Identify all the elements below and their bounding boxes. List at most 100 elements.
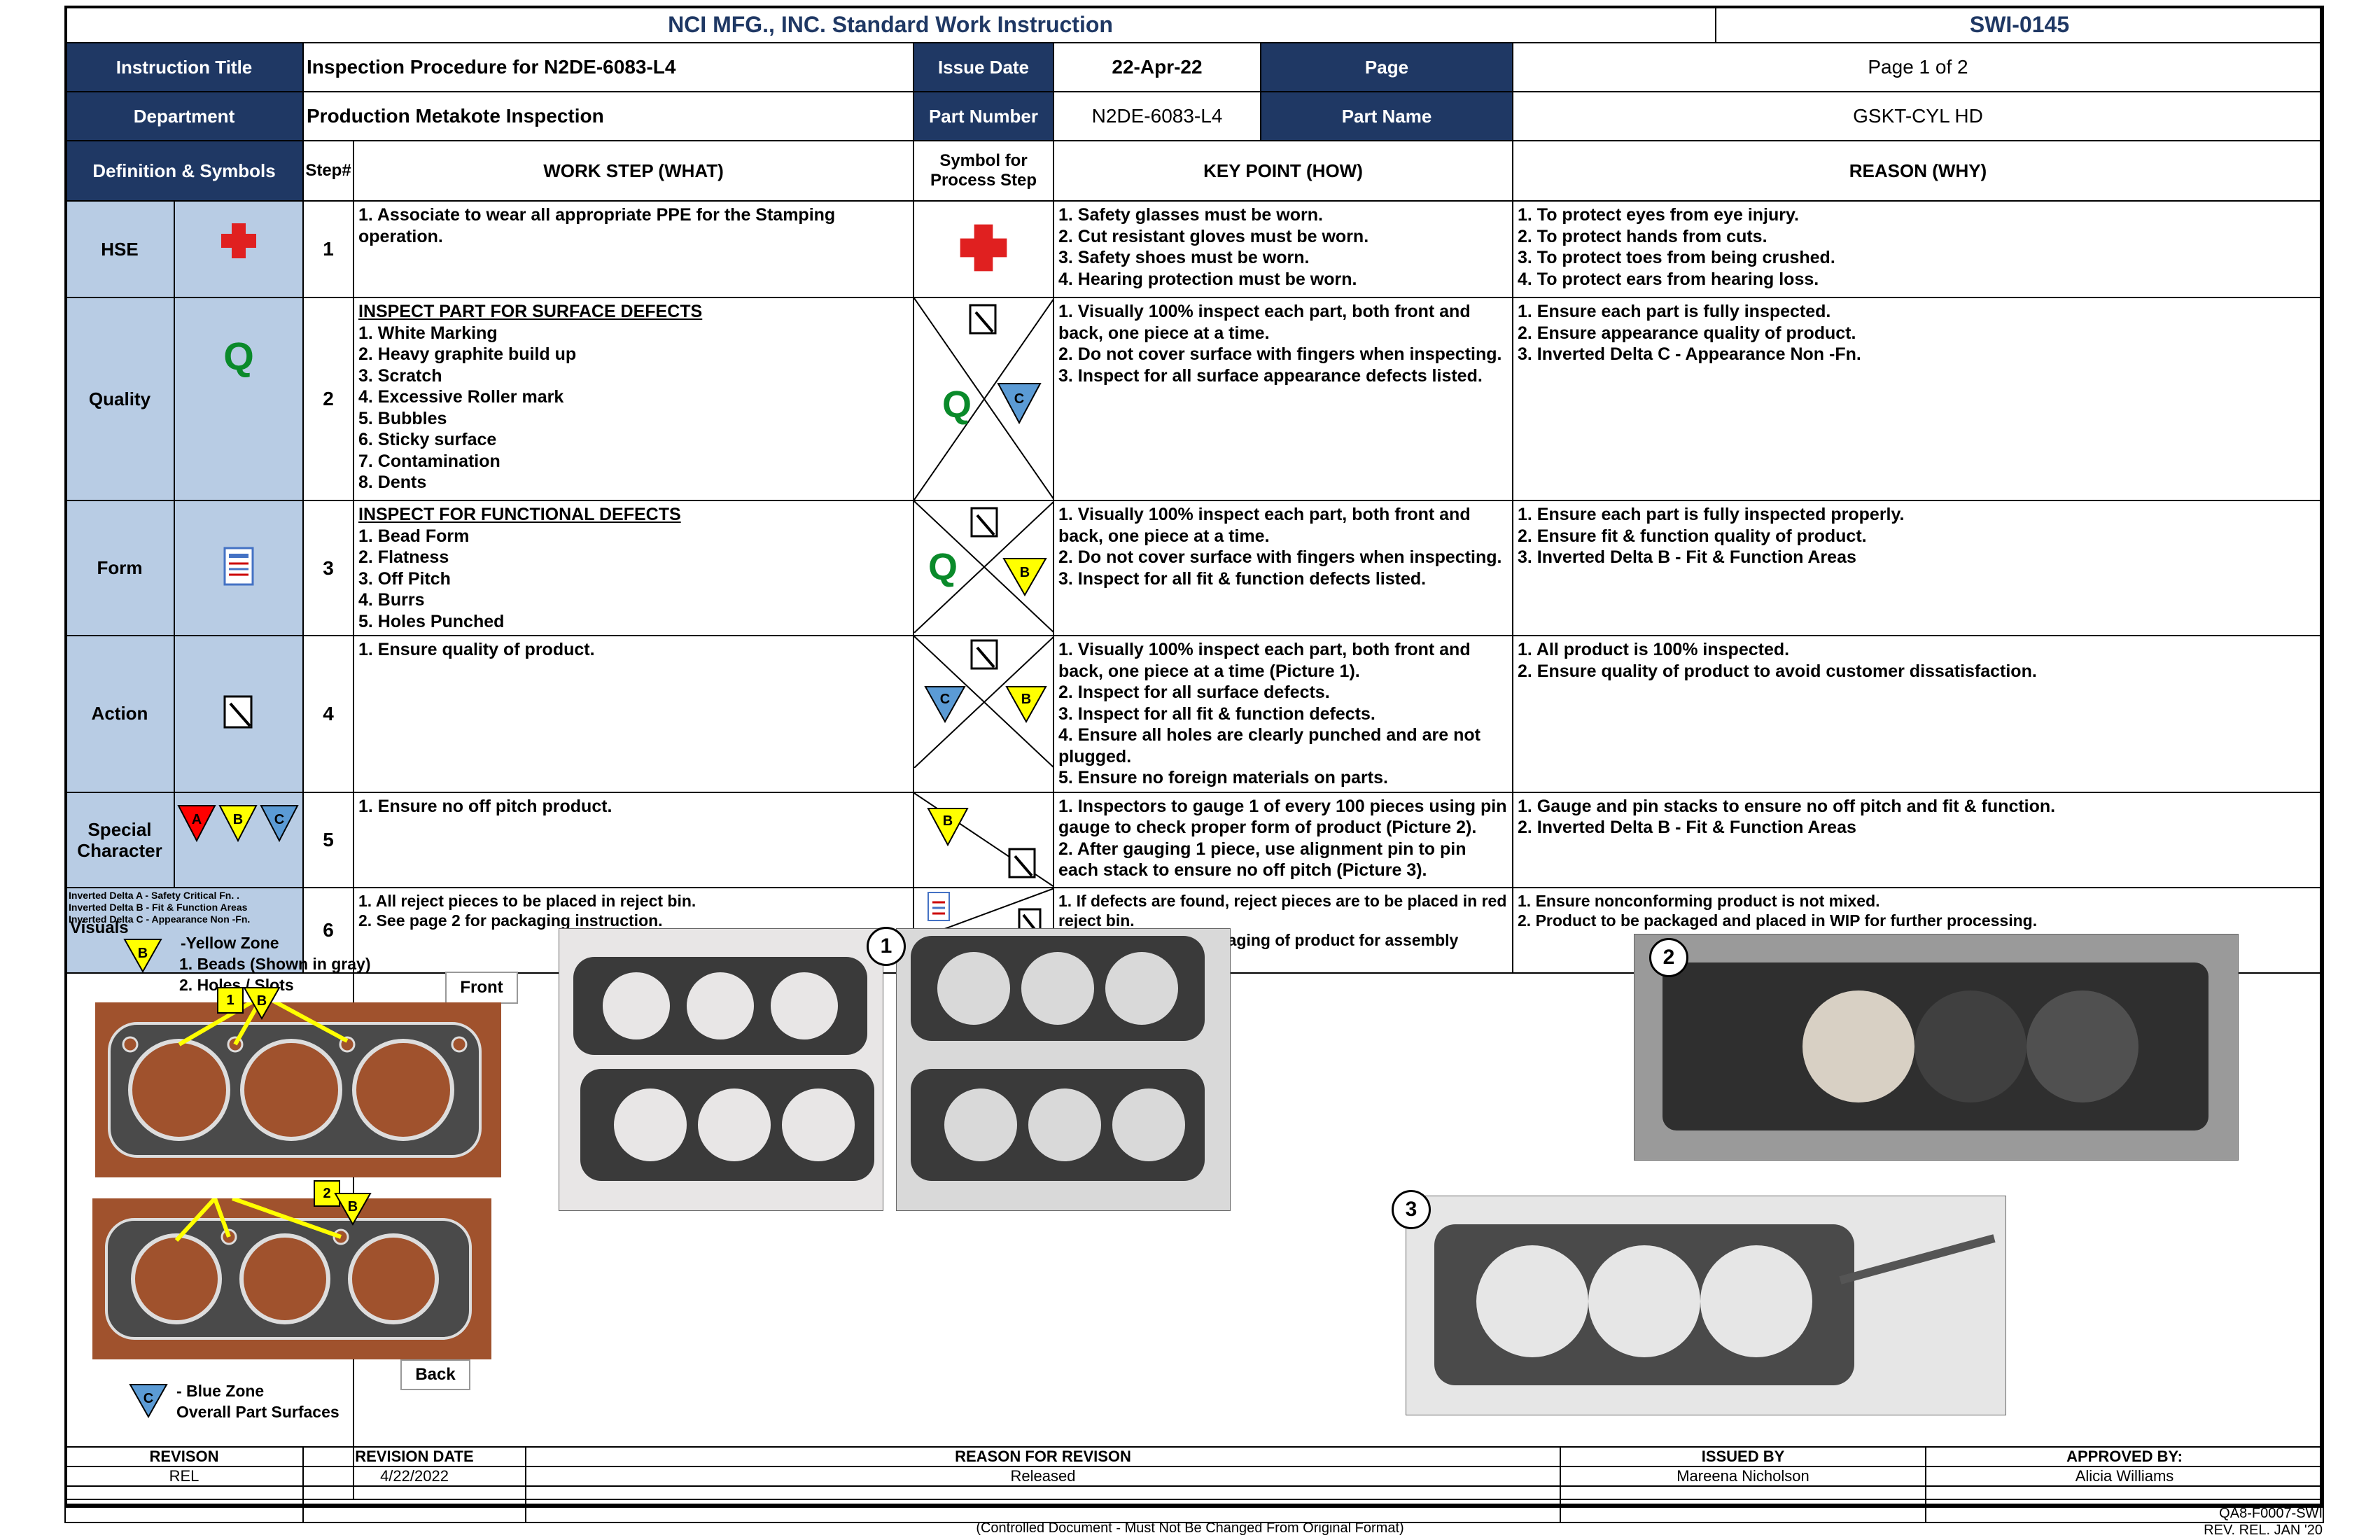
inverted-delta-c-icon	[924, 686, 966, 724]
issued-by-header: ISSUED BY	[1560, 1446, 1926, 1467]
picture-3-callout: 3	[1392, 1190, 1431, 1229]
inverted-delta-a-icon	[177, 805, 216, 843]
beads-label: 1. Beads (Shown in gray)	[179, 955, 371, 973]
step-number: 6	[302, 886, 354, 974]
work-step-title: INSPECT FOR FUNCTIONAL DEFECTS	[358, 505, 681, 524]
work-step-text: 1. Associate to wear all appropriate PPE…	[353, 200, 914, 298]
definition-label-action: Action	[64, 635, 175, 793]
key-point-text: 1. Visually 100% inspect each part, both…	[1053, 297, 1513, 501]
yellow-zone-triangle-icon: B	[123, 939, 162, 974]
yellow-zone-triangle-icon: B	[334, 1193, 372, 1226]
revision-header: REVISON	[64, 1446, 304, 1467]
visuals-legend: Visuals B -Yellow Zone 1. Beads (Shown i…	[67, 909, 526, 1432]
visuals-title: Visuals	[70, 918, 129, 937]
work-step-header: WORK STEP (WHAT)	[353, 140, 914, 202]
svg-text:B: B	[1020, 565, 1030, 580]
revision-date-cell: 4/22/2022	[302, 1466, 526, 1487]
inverted-delta-b-icon	[1005, 686, 1047, 724]
step-number: 5	[302, 791, 354, 888]
svg-text:A: A	[192, 812, 202, 827]
revision-date-cell	[302, 1485, 526, 1505]
part-name-label: Part Name	[1260, 91, 1513, 141]
revision-date-header: REVISION DATE	[302, 1446, 526, 1467]
document-title: NCI MFG., INC. Standard Work Instruction	[64, 6, 1716, 43]
approved-by-cell	[1925, 1485, 2324, 1505]
svg-text:B: B	[233, 812, 243, 827]
revision-reason-cell	[525, 1485, 1561, 1505]
symbol-red-cross-icon	[913, 200, 1054, 298]
gasket-back-photo	[92, 1198, 491, 1359]
picture-2-callout: 2	[1649, 938, 1688, 977]
form-document-icon	[174, 500, 304, 636]
quality-q-symbol: Q	[928, 546, 958, 588]
red-cross-icon	[174, 200, 304, 298]
revision-row	[64, 1485, 2324, 1505]
work-step-text: 1. White Marking 2. Heavy graphite build…	[358, 323, 577, 493]
definition-label-hse: HSE	[64, 200, 175, 298]
special-character-triangles-icon: A B C	[174, 791, 304, 888]
instruction-title-value: Inspection Procedure for N2DE-6083-L4	[302, 42, 914, 92]
gasket-front-photo	[95, 1002, 501, 1177]
department-value: Production Metakote Inspection	[302, 91, 914, 141]
svg-text:C: C	[1014, 391, 1024, 407]
svg-text:B: B	[1021, 692, 1031, 707]
svg-text:C: C	[274, 812, 284, 827]
step-number: 1	[302, 200, 354, 298]
overall-surfaces-label: Overall Part Surfaces	[176, 1403, 340, 1421]
step-number: 4	[302, 635, 354, 793]
action-pencil-icon	[969, 304, 997, 335]
reason-text: 1. Ensure each part is fully inspected. …	[1512, 297, 2324, 501]
quality-q-symbol: Q	[942, 384, 972, 426]
document-id: SWI-0145	[1715, 6, 2324, 43]
revision-cell	[64, 1485, 304, 1505]
revision-row: REL 4/22/2022 Released Mareena Nicholson…	[64, 1466, 2324, 1487]
process-symbol-cell: Q B	[913, 500, 1054, 636]
svg-text:B: B	[943, 813, 953, 829]
reason-text: 1. Ensure each part is fully inspected p…	[1512, 500, 2324, 636]
inverted-delta-c-icon	[260, 805, 299, 843]
picture-1-callout: 1	[867, 927, 906, 966]
action-pencil-icon	[970, 639, 998, 670]
approved-by-cell: Alicia Williams	[1925, 1466, 2324, 1487]
part-number-value: N2DE-6083-L4	[1053, 91, 1261, 141]
action-pencil-icon	[174, 635, 304, 793]
symbol-header: Symbol for Process Step	[913, 140, 1054, 202]
blue-zone-triangle-icon: C	[129, 1384, 168, 1419]
step-row-3: Form 3 INSPECT FOR FUNCTIONAL DEFECTS 1.…	[64, 500, 2324, 636]
approved-by-header: APPROVED BY:	[1925, 1446, 2324, 1467]
picture-1a-photo	[559, 928, 883, 1211]
inverted-delta-c-icon	[997, 383, 1042, 425]
reason-text: 1. All product is 100% inspected. 2. Ens…	[1512, 635, 2324, 793]
quality-q-icon: Q	[174, 297, 304, 501]
key-point-header: KEY POINT (HOW)	[1053, 140, 1513, 202]
process-symbol-diagram: B	[914, 792, 1054, 887]
step-row-5: Special Character A B C 5 1. Ensure no o…	[64, 791, 2324, 888]
part-number-label: Part Number	[913, 91, 1054, 141]
part-name-value: GSKT-CYL HD	[1512, 91, 2324, 141]
picture-2-photo	[1634, 934, 2239, 1161]
work-step-text: 1. Ensure quality of product.	[353, 635, 914, 793]
svg-text:B: B	[257, 993, 267, 1009]
work-instruction-table: NCI MFG., INC. Standard Work Instruction…	[64, 6, 2324, 1500]
revision-reason-cell: Released	[525, 1466, 1561, 1487]
issue-date-label: Issue Date	[913, 42, 1054, 92]
picture-1b-photo	[896, 928, 1231, 1211]
department-label: Department	[64, 91, 304, 141]
form-number: QA8-F0007-SWI REV. REL. JAN '20	[2204, 1505, 2323, 1539]
key-point-text: 1. Visually 100% inspect each part, both…	[1053, 635, 1513, 793]
svg-text:C: C	[144, 1391, 153, 1406]
process-symbol-diagram: Q C	[914, 298, 1054, 500]
revision-table: REVISON REVISION DATE REASON FOR REVISON…	[64, 1446, 2324, 1523]
reason-text: 1. Gauge and pin stacks to ensure no off…	[1512, 791, 2324, 888]
yellow-zone-label: -Yellow Zone	[181, 934, 279, 952]
yellow-zone-triangle-icon: B	[243, 987, 281, 1021]
reason-text: 1. To protect eyes from eye injury. 2. T…	[1512, 200, 2324, 298]
blue-zone-label: - Blue Zone	[176, 1382, 265, 1400]
page-border	[64, 6, 2323, 1508]
action-pencil-icon	[1008, 848, 1036, 878]
step-header: Step#	[302, 140, 354, 202]
svg-text:B: B	[138, 946, 148, 961]
definition-symbols-header: Definition & Symbols	[64, 140, 304, 202]
step-row-4: Action 4 1. Ensure quality of product. C…	[64, 635, 2324, 793]
form-document-icon	[927, 891, 950, 921]
